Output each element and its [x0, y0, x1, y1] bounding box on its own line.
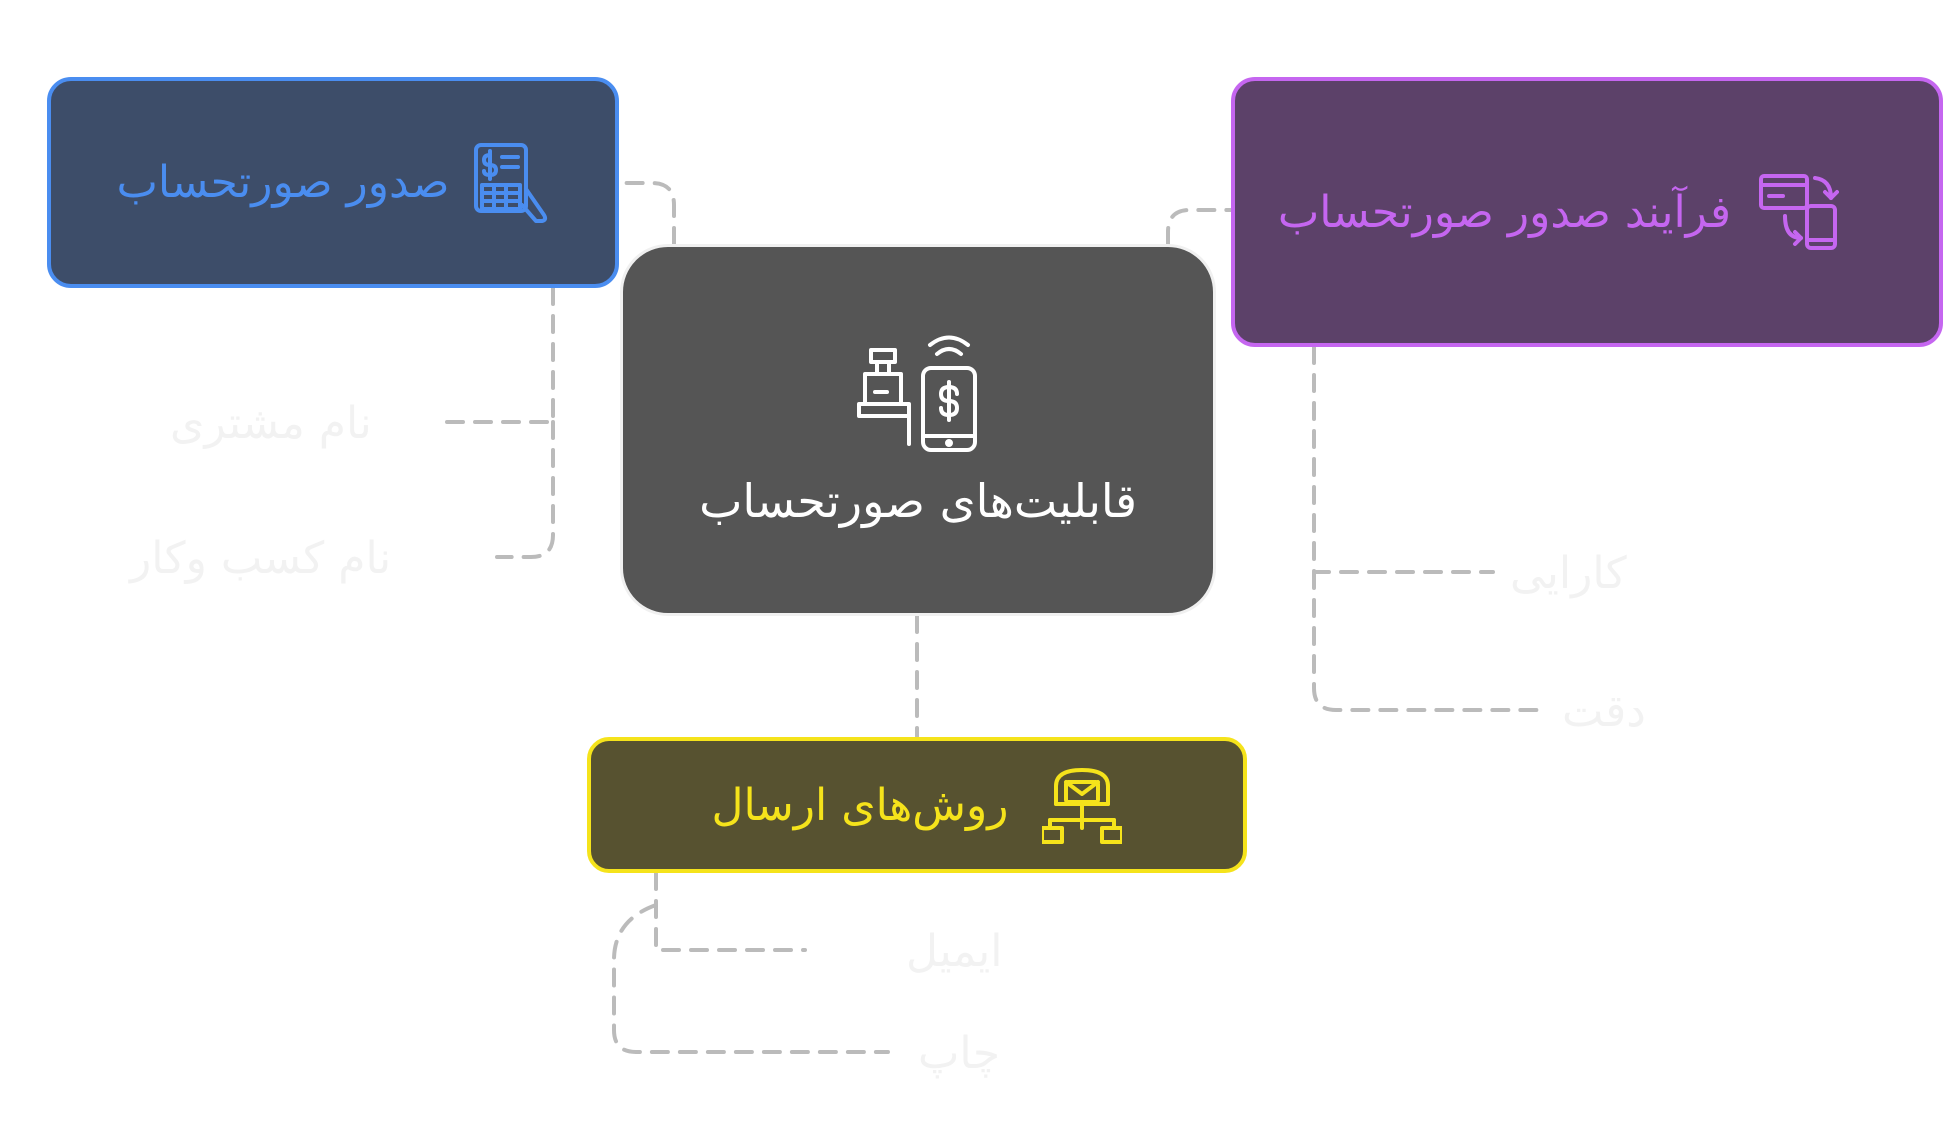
payment-terminal-phone-icon	[857, 332, 979, 456]
send-title: روش‌های ارسال	[711, 779, 1009, 831]
connector-center-process	[1166, 208, 1233, 246]
send-item-email: ایمیل	[906, 926, 1003, 977]
connector-billing-item-2	[495, 420, 555, 559]
process-title: فرآیند صدور صورتحساب	[1277, 186, 1731, 238]
center-title: قابلیت‌های صورتحساب	[699, 474, 1137, 528]
connector-process-item-1	[1312, 345, 1495, 574]
send-methods-topic[interactable]: روش‌های ارسال	[587, 737, 1247, 873]
connector-center-billing	[617, 181, 676, 246]
process-item-accuracy: دقت	[1562, 686, 1646, 737]
billing-item-customer-name: نام مشتری	[170, 398, 372, 449]
process-item-efficiency: کارایی	[1510, 548, 1627, 599]
invoice-calculator-icon	[472, 142, 550, 223]
mail-network-icon	[1042, 766, 1123, 844]
card-to-phone-transfer-icon	[1759, 172, 1839, 252]
center-topic[interactable]: قابلیت‌های صورتحساب	[620, 244, 1216, 616]
connector-process-item-2	[1312, 570, 1544, 712]
process-topic[interactable]: فرآیند صدور صورتحساب	[1231, 77, 1943, 347]
billing-item-business-name: نام کسب وکار	[130, 533, 392, 584]
connector-billing-item-1	[433, 286, 555, 424]
connector-send-item-2	[612, 903, 890, 1054]
billing-topic[interactable]: صدور صورتحساب	[47, 77, 619, 288]
connector-send-item-1	[654, 871, 807, 952]
billing-title: صدور صورتحساب	[116, 157, 450, 208]
send-item-print: چاپ	[918, 1028, 1001, 1079]
